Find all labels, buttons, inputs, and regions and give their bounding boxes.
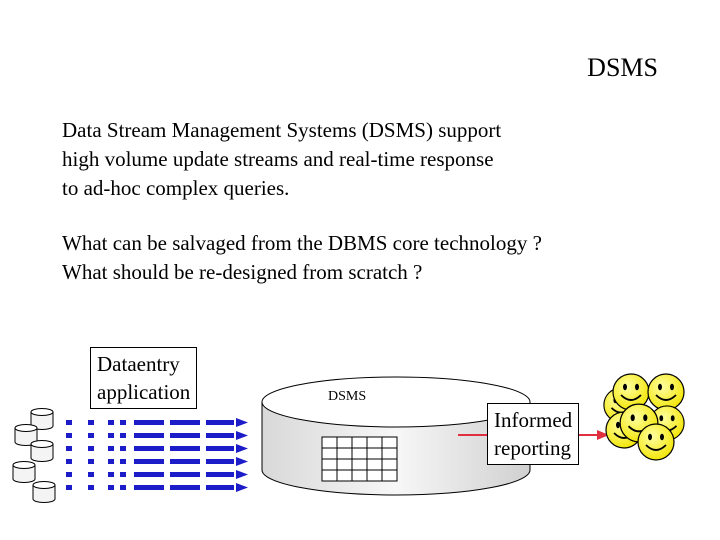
intro-line-2: high volume update streams and real-time… [62, 147, 494, 171]
reporting-label-line-1: Informed [494, 408, 573, 432]
reporting-label-line-2: reporting [494, 436, 571, 460]
data-streams [66, 418, 248, 492]
database-icon [12, 461, 36, 483]
intro-paragraph: Data Stream Management Systems (DSMS) su… [62, 116, 501, 203]
intro-line-3: to ad-hoc complex queries. [62, 176, 290, 200]
question-line-2: What should be re-designed from scratch … [62, 260, 423, 284]
smiley-cluster [603, 373, 685, 461]
question-line-1: What can be salvaged from the DBMS core … [62, 231, 542, 255]
slide-title: DSMS [587, 53, 658, 82]
dsms-cylinder-label: DSMS [328, 389, 367, 404]
dataentry-label-line-1: Dataentry [97, 352, 180, 376]
stream-row [66, 431, 248, 440]
database-icon [30, 440, 54, 462]
stream-row [66, 457, 248, 466]
intro-line-1: Data Stream Management Systems (DSMS) su… [62, 118, 502, 142]
stream-row [66, 470, 248, 479]
stream-row [66, 483, 248, 492]
question-paragraph: What can be salvaged from the DBMS core … [62, 229, 542, 287]
stream-row [66, 418, 248, 427]
smiley-icon [637, 423, 675, 461]
dataentry-label-line-2: application [97, 380, 191, 404]
stream-row [66, 444, 248, 453]
dataentry-application-box: Dataentry application [90, 347, 198, 409]
database-icon [32, 481, 56, 503]
database-icons [12, 408, 56, 503]
informed-reporting-box: Informed reporting [487, 403, 580, 465]
dsms-table-grid [321, 436, 398, 482]
smiley-icon [647, 373, 685, 411]
